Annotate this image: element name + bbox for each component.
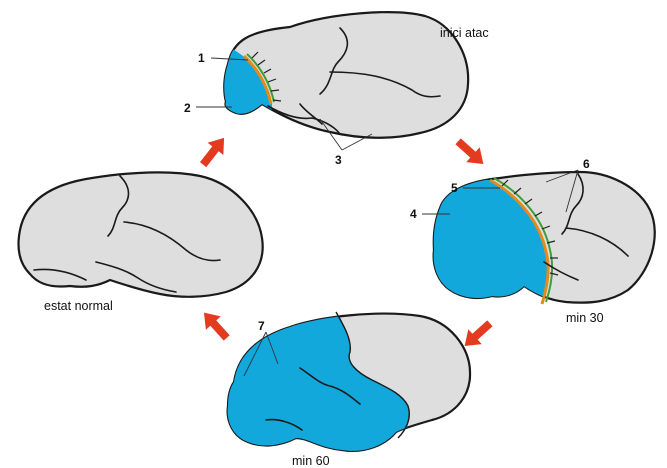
brain-normal (18, 172, 262, 296)
label-min60: min 60 (292, 454, 330, 468)
cycle-arrow-bottom-left (197, 306, 235, 345)
label-onset: inici atac (440, 26, 489, 40)
cycle-arrow-top-right (451, 134, 490, 172)
callout-3: 3 (335, 153, 342, 167)
callout-6: 6 (583, 157, 590, 171)
label-min30: min 30 (566, 311, 604, 325)
callout-5: 5 (451, 181, 458, 195)
callout-7: 7 (258, 319, 265, 333)
callout-2: 2 (184, 101, 191, 115)
label-normal: estat normal (44, 299, 113, 313)
callout-1: 1 (198, 51, 205, 65)
callout-4: 4 (410, 207, 417, 221)
brain-normal-outline (18, 172, 262, 296)
cycle-arrow-top-left (195, 132, 232, 171)
brain-onset (220, 12, 468, 138)
